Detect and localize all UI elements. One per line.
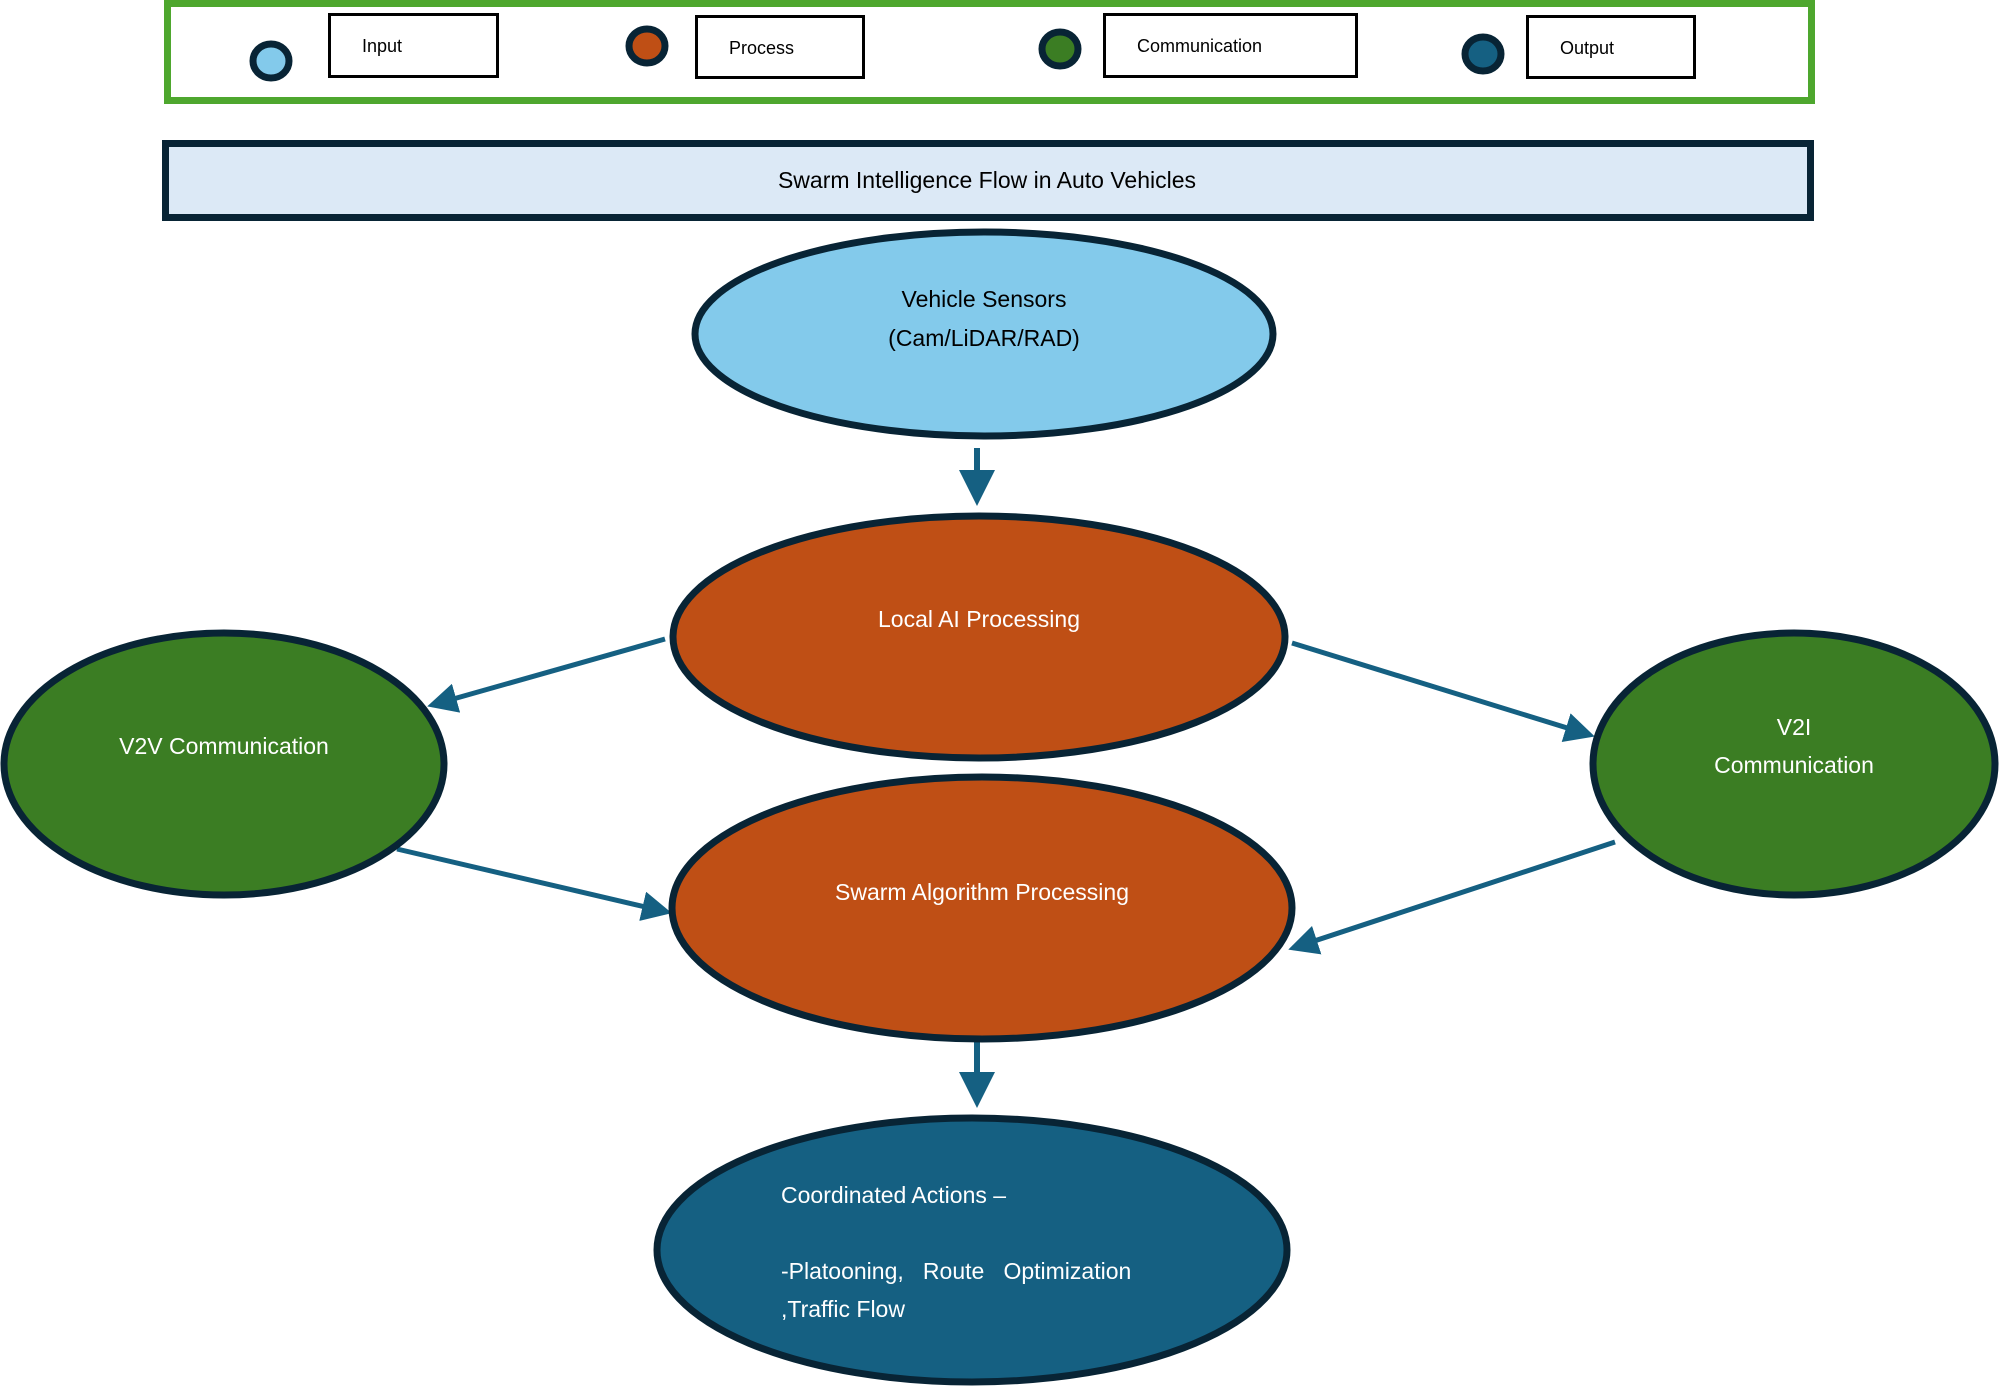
node-swarm-algorithm-processing[interactable]: Swarm Algorithm Processing — [668, 773, 1296, 1043]
node-shape — [668, 773, 1296, 1043]
node-label-line: Local AI Processing — [878, 606, 1080, 632]
edges — [396, 448, 1616, 1108]
node-local-ai-processing[interactable]: Local AI Processing — [669, 512, 1289, 762]
diagram-title: Swarm Intelligence Flow in Auto Vehicles — [778, 167, 1196, 193]
legend-label-box — [1526, 15, 1696, 79]
legend-label-output: Output — [1560, 38, 1614, 58]
legend-label-communication: Communication — [1137, 36, 1262, 56]
node-label-line: ,Traffic Flow — [781, 1296, 905, 1322]
arrow-v2i-to-swarm — [1288, 839, 1616, 955]
arrow-v2v-to-swarm — [396, 846, 672, 921]
legend-item-output: Output — [1461, 15, 1696, 79]
node-label-line: V2V Communication — [119, 733, 329, 759]
process-swatch-icon — [625, 25, 669, 67]
node-vehicle-sensors[interactable]: Vehicle Sensors (Cam/LiDAR/RAD) — [691, 228, 1277, 440]
node-label-line: Vehicle Sensors — [902, 286, 1067, 312]
legend: Input Process Communication Output — [164, 0, 1815, 104]
node-shape — [691, 228, 1277, 440]
legend-item-input: Input — [249, 13, 499, 82]
legend-item-communication: Communication — [1038, 13, 1358, 78]
legend-label-box — [328, 13, 499, 78]
input-swatch-icon — [249, 40, 293, 82]
node-label-line: (Cam/LiDAR/RAD) — [888, 325, 1080, 351]
node-v2i-communication[interactable]: V2I Communication — [1589, 629, 1999, 899]
node-label-line: Communication — [1714, 752, 1874, 778]
node-shape — [0, 629, 448, 899]
output-swatch-icon — [1461, 33, 1505, 75]
legend-label-input: Input — [362, 36, 402, 56]
arrow-local-ai-to-v2v — [427, 636, 666, 713]
legend-label-process: Process — [729, 38, 794, 58]
node-shape — [669, 512, 1289, 762]
title-box — [162, 140, 1814, 221]
arrow-local-ai-to-v2i — [1291, 640, 1595, 742]
node-shape — [653, 1114, 1291, 1386]
node-coordinated-actions[interactable]: Coordinated Actions – -Platooning, Route… — [653, 1114, 1291, 1386]
node-label-line: V2I — [1777, 714, 1812, 740]
node-shape — [1589, 629, 1999, 899]
node-label-line: -Platooning, Route Optimization — [781, 1258, 1131, 1284]
legend-label-box — [1103, 13, 1358, 78]
communication-swatch-icon — [1038, 28, 1082, 70]
node-label-line: Coordinated Actions – — [781, 1182, 1006, 1208]
node-v2v-communication[interactable]: V2V Communication — [0, 629, 448, 899]
legend-item-process: Process — [625, 15, 865, 79]
title-bar: Swarm Intelligence Flow in Auto Vehicles — [162, 140, 1814, 221]
legend-label-box — [695, 15, 865, 79]
node-label-line: Swarm Algorithm Processing — [835, 879, 1129, 905]
